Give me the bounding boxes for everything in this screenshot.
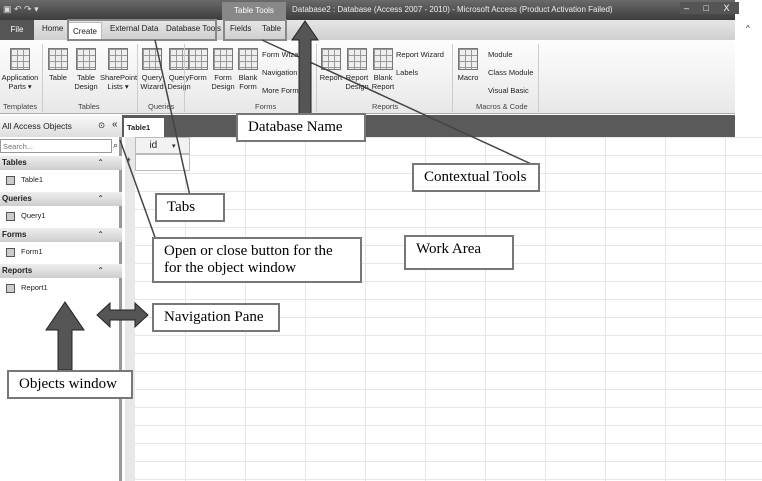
more-forms-button[interactable]: More Forms [262, 86, 303, 95]
sharepoint-lists-button[interactable]: SharePoint Lists ▾ [100, 48, 137, 91]
column-header-id[interactable]: id ▾ [135, 137, 190, 154]
group-label: Queries [148, 102, 175, 111]
callout-navigation-pane: Navigation Pane [152, 303, 280, 332]
shutter-bar-toggle[interactable]: « [112, 119, 118, 130]
tabs-pointer [154, 39, 191, 197]
callout-work-area: Work Area [404, 235, 514, 270]
nav-item-query1[interactable]: Query1 [6, 211, 46, 221]
table-button[interactable]: Table [45, 48, 71, 82]
ribbon: Application Parts ▾ Templates Table Tabl… [0, 40, 735, 114]
application-parts-button[interactable]: Application Parts ▾ [0, 48, 40, 91]
report-wizard-button[interactable]: Report Wizard [396, 50, 444, 59]
group-label: Forms [255, 102, 277, 111]
nav-section-tables[interactable]: Tables⌃ [0, 156, 122, 170]
minimize-ribbon-icon[interactable]: ^ [746, 24, 750, 33]
group-label: Macros & Code [476, 102, 528, 111]
tab-external-data[interactable]: External Data [110, 24, 159, 33]
tab-file[interactable]: File [0, 20, 34, 40]
nav-item-form1[interactable]: Form1 [6, 247, 43, 257]
module-button[interactable]: Module [488, 50, 513, 59]
nav-pane-header[interactable]: All Access Objects⊙« [0, 115, 122, 137]
report-icon [6, 283, 15, 293]
macro-button[interactable]: Macro [455, 48, 481, 82]
tab-table[interactable]: Table [262, 24, 282, 33]
nav-menu-icon[interactable]: ⊙ [98, 120, 106, 130]
form-icon [6, 247, 15, 257]
callout-tabs: Tabs [155, 193, 225, 222]
nav-item-report1[interactable]: Report1 [6, 283, 48, 293]
tab-home[interactable]: Home [42, 24, 64, 33]
nav-section-reports[interactable]: Reports⌃ [0, 264, 122, 278]
toggle-pointer [119, 139, 157, 241]
quick-access-toolbar[interactable]: ▣ ↶ ↷ ▾ [3, 4, 39, 14]
double-arrow-icon [96, 301, 149, 329]
visual-basic-button[interactable]: Visual Basic [488, 86, 529, 95]
callout-contextual-tools: Contextual Tools [412, 163, 540, 192]
group-label: Reports [372, 102, 399, 111]
labels-button[interactable]: Labels [396, 68, 419, 77]
table-design-button[interactable]: Table Design [72, 48, 100, 91]
ribbon-tabs [0, 20, 735, 40]
report-button[interactable]: Report [318, 48, 344, 82]
tab-database-tools[interactable]: Database Tools [166, 24, 221, 33]
search-icon[interactable]: ⌕ [113, 140, 119, 150]
window-controls[interactable]: – □ X [680, 2, 740, 14]
callout-objects-window: Objects window [7, 370, 133, 399]
nav-item-table1[interactable]: Table1 [6, 175, 43, 185]
query-wizard-button[interactable]: Query Wizard [138, 48, 166, 91]
group-label: Tables [78, 102, 100, 111]
callout-open-close: Open or close button for the for the obj… [152, 237, 362, 283]
nav-search-input[interactable] [0, 139, 112, 153]
blank-report-button[interactable]: Blank Report [370, 48, 396, 91]
form-design-button[interactable]: Form Design [210, 48, 236, 91]
callout-database-name: Database Name [236, 113, 366, 142]
new-record-cell[interactable] [135, 154, 190, 171]
form-button[interactable]: Form [186, 48, 210, 82]
form-wizard-button[interactable]: Form Wizard [262, 50, 305, 59]
document-tab-strip [0, 115, 735, 137]
tab-fields[interactable]: Fields [230, 24, 252, 33]
tab-table1[interactable]: Table1 [124, 118, 164, 137]
navigation-button[interactable]: Navigation [262, 68, 298, 77]
nav-section-forms[interactable]: Forms⌃ [0, 228, 122, 242]
title-bar [0, 0, 735, 20]
up-arrow-icon [45, 301, 85, 371]
table-icon [6, 175, 15, 185]
tabs-highlight [67, 19, 217, 41]
group-label: Templates [3, 102, 38, 111]
query-design-button[interactable]: Query Design [166, 48, 192, 91]
contextual-tab-group: Table Tools [222, 2, 286, 20]
query-icon [6, 211, 15, 221]
blank-form-button[interactable]: Blank Form [236, 48, 260, 91]
row-selector[interactable] [125, 137, 135, 481]
contextual-tabs-highlight [223, 19, 287, 41]
report-design-button[interactable]: Report Design [344, 48, 370, 91]
nav-section-queries[interactable]: Queries⌃ [0, 192, 122, 206]
window-title: Database2 : Database (Access 2007 - 2010… [292, 5, 613, 14]
class-module-button[interactable]: Class Module [488, 68, 534, 77]
